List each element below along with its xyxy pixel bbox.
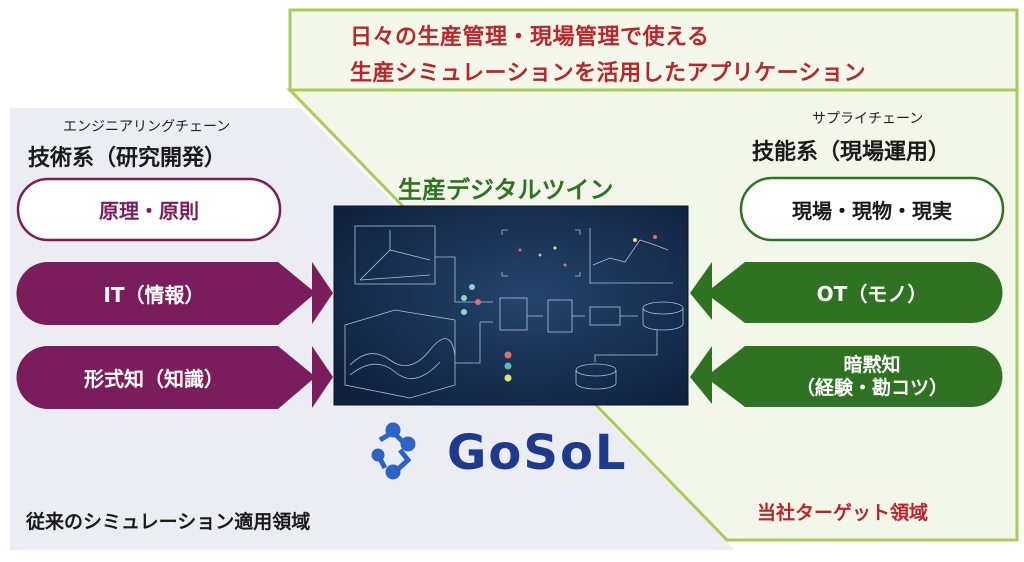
principle-pill-left — [16, 177, 282, 242]
header-box — [288, 8, 1019, 92]
digital-twin-image — [333, 205, 689, 406]
target-area-label: 当社ターゲット領域 — [757, 502, 929, 524]
tacit-knowledge-title: 暗黙知 — [843, 353, 901, 376]
header-line-2: 生産シミュレーションを活用したアプリケーション — [350, 61, 867, 86]
principle-pill-right — [739, 176, 1005, 242]
conventional-area-label: 従来のシミュレーション適用領域 — [26, 511, 311, 533]
ot-arrow-shape — [690, 262, 1003, 323]
tacit-knowledge-arrow-shape — [690, 346, 1003, 407]
explicit-knowledge-arrow-label: 形式知（知識） — [84, 367, 224, 391]
supply-chain-label: サプライチェーン — [812, 111, 924, 127]
tacit-knowledge-detail: （経験・勘コツ） — [795, 376, 948, 399]
it-arrow-label: IT（情報） — [103, 283, 205, 307]
technical-section-title: 技術系（研究開発） — [28, 146, 227, 171]
header-line-1: 日々の生産管理・現場管理で使える — [350, 25, 710, 50]
explicit-knowledge-arrow-shape — [16, 346, 334, 410]
engineering-chain-label: エンジニアリングチェーン — [63, 119, 231, 135]
principle-label-left: 原理・原則 — [99, 199, 199, 223]
principle-label-right: 現場・現物・現実 — [792, 198, 952, 223]
data-points — [461, 235, 657, 382]
gosol-logo-mark — [371, 422, 416, 480]
ot-arrow-label: OT（モノ） — [816, 282, 928, 306]
gosol-logo-text: GoSoL — [447, 425, 628, 481]
it-arrow-shape — [16, 262, 334, 325]
digital-twin-title: 生産デジタルツイン — [398, 176, 614, 204]
skill-section-title: 技能系（現場運用） — [752, 140, 951, 165]
tacit-knowledge-arrow-label: 暗黙知 （経験・勘コツ） — [740, 346, 1004, 407]
